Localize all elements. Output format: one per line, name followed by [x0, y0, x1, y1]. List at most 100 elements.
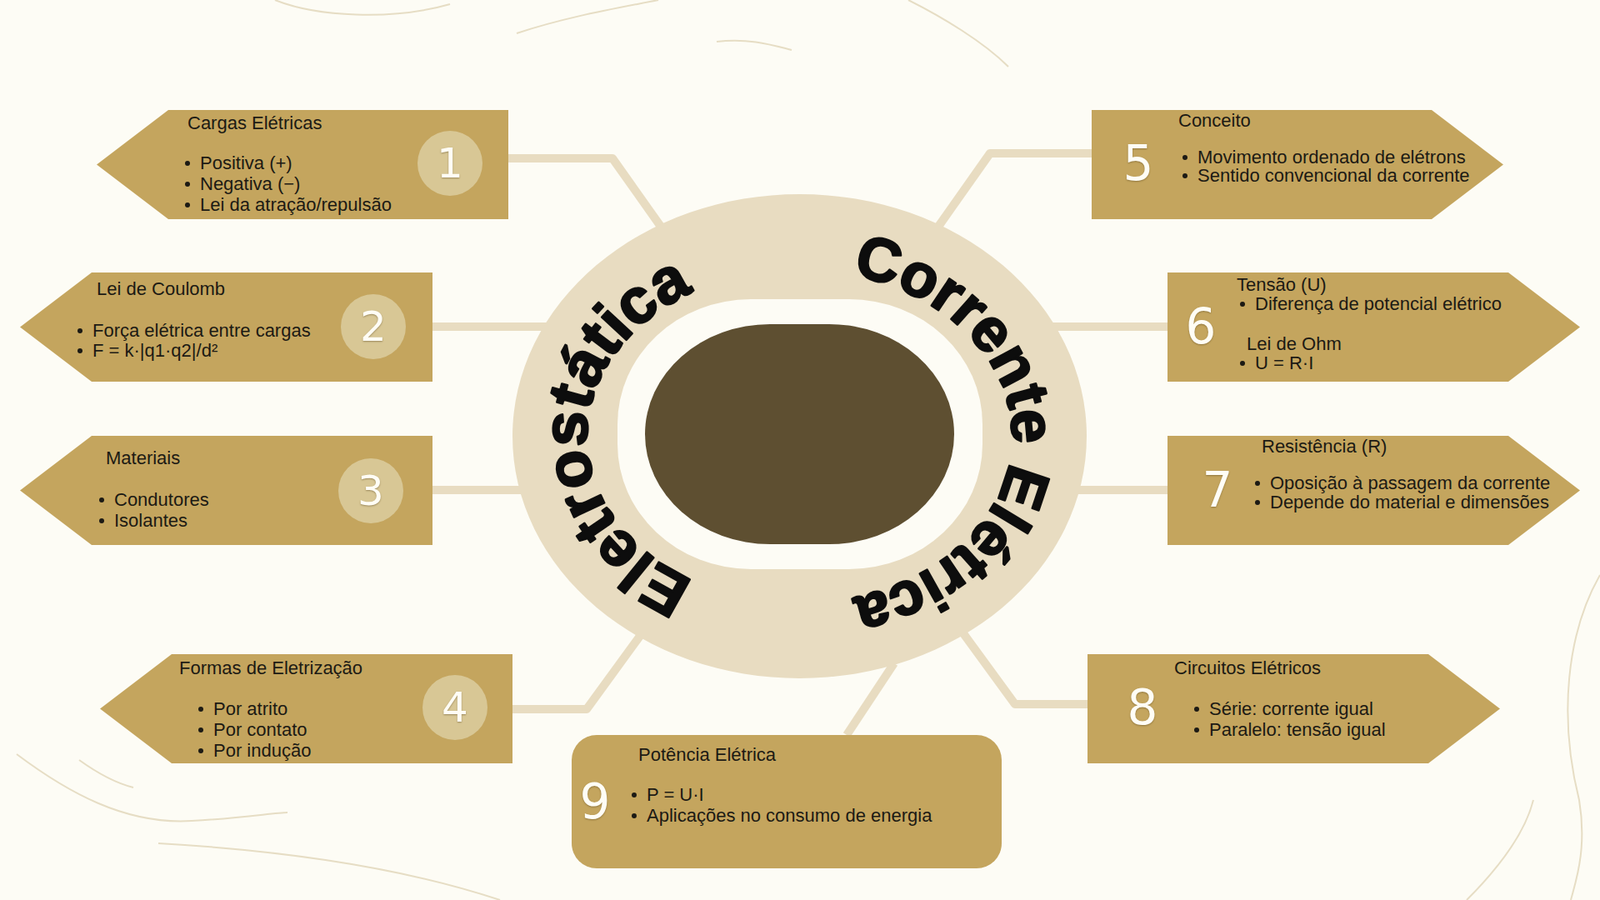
- arrow-shape: [20, 272, 433, 382]
- connector-line: [512, 635, 641, 710]
- topic-arrow-box: Resistência (R) Oposição à passagem da co…: [1167, 435, 1580, 545]
- background-swirl: [158, 843, 500, 900]
- bullet-dot: [99, 518, 105, 524]
- bullet-dot: [185, 181, 190, 187]
- box-heading: Formas de Eletrização: [179, 657, 363, 679]
- topic-rounded-box: Potência Elétrica P = U·IAplicações no co…: [571, 735, 1002, 869]
- connector-line: [1074, 485, 1168, 495]
- box-subheading: Lei de Ohm: [1246, 334, 1342, 354]
- bullet-item: Aplicações no consumo de energia: [646, 805, 932, 826]
- bullet-dot: [1182, 155, 1188, 160]
- bullet-item: Série: corrente igual: [1209, 698, 1374, 720]
- bullet-dot: [185, 160, 190, 166]
- bullet-item: Positiva (+): [200, 152, 293, 174]
- box-heading: Materiais: [105, 447, 180, 469]
- box-heading: Resistência (R): [1261, 436, 1387, 456]
- ring-title: Corrente Elétrica: [847, 220, 1068, 652]
- topic-arrow-box: Formas de EletrizaçãoPor atritoPor conta…: [100, 654, 513, 764]
- bullet-dot: [77, 348, 83, 354]
- connector-line: [938, 153, 1092, 227]
- bullet-item: Depende do material e dimensões: [1270, 492, 1550, 512]
- bullet-item: Por atrito: [213, 698, 288, 720]
- bullet-dot: [1255, 500, 1260, 505]
- connector-line: [1050, 322, 1168, 331]
- topic-arrow-box: MateriaisCondutoresIsolantes 3: [20, 435, 433, 545]
- bullet-item: Condutores: [114, 489, 210, 510]
- arrow-shape: [100, 654, 513, 764]
- bullet-dot: [631, 813, 637, 819]
- ring-inner: [617, 299, 983, 570]
- ring-band: [512, 194, 1087, 679]
- box-heading: Conceito: [1178, 111, 1251, 130]
- bullet-dot: [198, 727, 204, 733]
- bullet-item: F = k·|q1·q2|/d²: [92, 340, 218, 361]
- connector-line: [432, 322, 549, 331]
- callout-number: 5: [1123, 139, 1155, 188]
- bullet-dot: [198, 706, 204, 712]
- bullet-dot: [1240, 301, 1245, 307]
- box-heading: Circuitos Elétricos: [1174, 657, 1321, 679]
- central-ring: Eletrostática Corrente Elétrica: [512, 194, 1087, 679]
- bullet-item: Negativa (−): [200, 173, 300, 195]
- bullet-dot: [1194, 706, 1200, 712]
- bullet-item: Lei da atração/repulsão: [200, 194, 392, 215]
- bullet-item: Isolantes: [114, 510, 188, 531]
- background-swirl: [716, 40, 792, 50]
- connector-line: [432, 485, 525, 495]
- bullet-dot: [1240, 360, 1245, 366]
- bullet-dot: [631, 792, 637, 798]
- bullet-dot: [1182, 173, 1188, 179]
- bullet-item: Força elétrica entre cargas: [92, 320, 311, 341]
- background-swirl: [1466, 800, 1534, 900]
- box-heading: Tensão (U): [1236, 275, 1327, 295]
- box-heading: Lei de Coulomb: [96, 279, 225, 300]
- background-swirl: [1567, 575, 1600, 900]
- callout-number: 2: [340, 294, 406, 360]
- bullet-item: Movimento ordenado de elétrons: [1197, 148, 1466, 167]
- bullet-item: Oposição à passagem da corrente: [1270, 473, 1550, 493]
- arrow-shape: [1087, 654, 1500, 764]
- callout-number: 9: [580, 777, 611, 826]
- ring-title: Eletrostática: [529, 240, 701, 632]
- box-heading: Cargas Elétricas: [187, 112, 322, 134]
- bullet-item: Por indução: [213, 740, 311, 761]
- bullet-dot: [77, 328, 83, 334]
- topic-arrow-box: Cargas ElétricasPositiva (+)Negativa (−)…: [96, 110, 509, 220]
- arrow-shape: [1091, 110, 1504, 220]
- bullet-item: Por contato: [213, 719, 308, 740]
- background-swirl: [908, 0, 1009, 67]
- bullet-dot: [1255, 480, 1260, 486]
- center-pill: [645, 324, 955, 545]
- bullet-item: Diferença de potencial elétrico: [1255, 294, 1502, 314]
- box-shape: [1167, 272, 1580, 382]
- box-shape: [571, 735, 1002, 869]
- arrow-shape: [96, 110, 509, 220]
- callout-number: 4: [422, 675, 488, 740]
- bullet-dot: [1194, 727, 1200, 733]
- background-swirl: [275, 0, 450, 15]
- background-swirl: [16, 754, 288, 821]
- arrow-shape: [1167, 272, 1580, 382]
- connector-line: [508, 158, 661, 227]
- connector-line: [846, 663, 895, 735]
- callout-number: 8: [1127, 683, 1159, 732]
- arrow-shape: [1167, 435, 1580, 545]
- ring-shape: Eletrostática Corrente Elétrica: [512, 194, 1087, 679]
- callout-number: 3: [338, 458, 404, 524]
- background-swirl: [79, 760, 134, 788]
- bullet-dot: [198, 748, 204, 754]
- bullet-item: Paralelo: tensão igual: [1209, 719, 1386, 740]
- box-heading: Potência Elétrica: [638, 744, 776, 765]
- callout-number: 6: [1185, 302, 1217, 351]
- topic-arrow-box: Lei de CoulombForça elétrica entre carga…: [20, 272, 433, 382]
- arrow-shape: [20, 435, 433, 545]
- connector-line: [962, 632, 1088, 705]
- background-swirl: [516, 0, 659, 34]
- bullet-item: Sentido convencional da corrente: [1197, 166, 1470, 185]
- topic-arrow-box: ConceitoMovimento ordenado de elétronsSe…: [1091, 110, 1504, 220]
- callout-number: 1: [417, 130, 483, 196]
- rounded-shape: [571, 735, 1002, 869]
- callout-number: 7: [1202, 465, 1234, 515]
- bullet-item: P = U·I: [646, 784, 705, 805]
